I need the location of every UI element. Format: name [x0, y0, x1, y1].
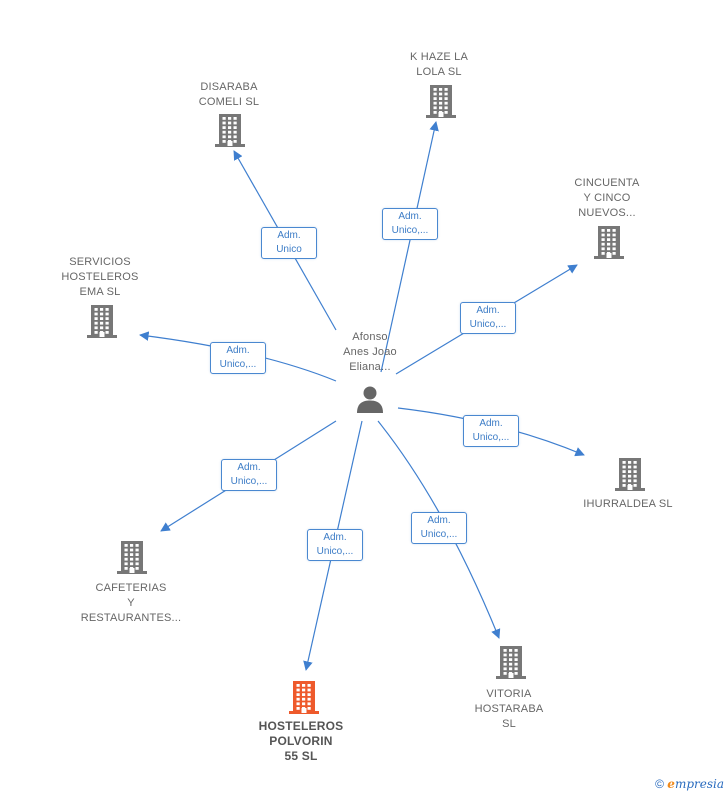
building-icon[interactable]	[613, 456, 647, 497]
edge-label-vitoria[interactable]: Adm. Unico,...	[411, 512, 467, 544]
company-label-cafeterias[interactable]: CAFETERIAS Y RESTAURANTES...	[80, 582, 182, 624]
building-icon[interactable]	[424, 83, 458, 124]
edge-label-k-haze[interactable]: Adm. Unico,...	[382, 208, 438, 240]
edge-line-k-haze	[380, 121, 439, 373]
empresia-logo: empresia	[667, 777, 724, 791]
building-icon[interactable]	[85, 303, 119, 344]
edge-label-ihurraldea[interactable]: Adm. Unico,...	[463, 415, 519, 447]
copyright-icon: ©	[655, 777, 664, 791]
edge-label-cincuenta[interactable]: Adm. Unico,...	[460, 302, 516, 334]
footer-brand: © empresia	[655, 777, 724, 791]
edge-label-hosteleros[interactable]: Adm. Unico,...	[307, 529, 363, 561]
building-icon[interactable]	[213, 112, 247, 153]
company-label-k-haze[interactable]: K HAZE LA LOLA SL	[409, 51, 469, 78]
company-label-hosteleros[interactable]: HOSTELEROS POLVORIN 55 SL	[258, 719, 344, 763]
person-icon[interactable]	[355, 384, 385, 414]
company-label-cincuenta[interactable]: CINCUENTA Y CINCO NUEVOS...	[574, 177, 640, 219]
center-person-label[interactable]: Afonso Anes Joao Eliana...	[343, 331, 397, 373]
edge-label-servicios[interactable]: Adm. Unico,...	[210, 342, 266, 374]
building-icon[interactable]	[287, 679, 321, 720]
company-label-disaraba[interactable]: DISARABA COMELI SL	[198, 81, 260, 108]
building-icon[interactable]	[115, 539, 149, 580]
company-label-servicios[interactable]: SERVICIOS HOSTELEROS EMA SL	[61, 256, 139, 298]
company-label-ihurraldea[interactable]: IHURRALDEA SL	[583, 498, 673, 510]
building-icon[interactable]	[592, 224, 626, 265]
building-icon[interactable]	[494, 644, 528, 685]
edge-label-cafeterias[interactable]: Adm. Unico,...	[221, 459, 277, 491]
company-label-vitoria[interactable]: VITORIA HOSTARABA SL	[474, 688, 544, 730]
edge-label-disaraba[interactable]: Adm. Unico	[261, 227, 317, 259]
